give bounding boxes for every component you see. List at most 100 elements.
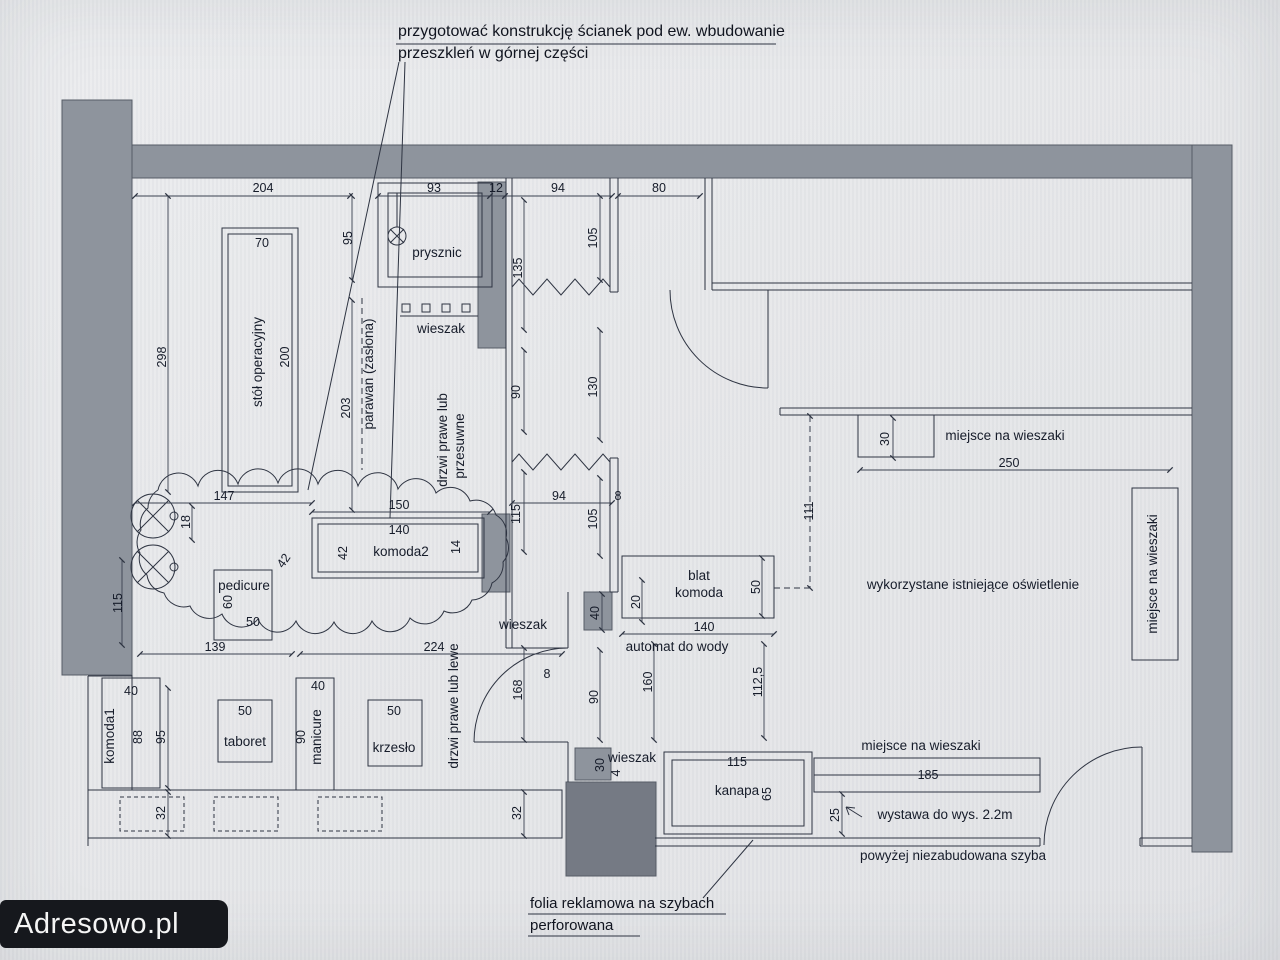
dimension-label: 70 bbox=[255, 236, 269, 250]
revision-cloud bbox=[136, 468, 509, 635]
annotation-line2: przeszkleń w górnej części bbox=[398, 45, 588, 62]
note-folia-line1: folia reklamowa na szybach bbox=[530, 895, 714, 912]
dimension-label: 94 bbox=[552, 489, 566, 503]
wall-block-wieszak bbox=[574, 747, 612, 781]
dimension-label: 18 bbox=[179, 515, 193, 529]
wystawa-arrow bbox=[845, 806, 863, 818]
dimension-label: 40 bbox=[124, 684, 138, 698]
dimension-lines bbox=[118, 192, 1174, 840]
mid-wall-hangers bbox=[779, 407, 1192, 661]
dimension-label: 50 bbox=[246, 615, 260, 629]
bottom-left-room bbox=[87, 675, 563, 846]
display-bench bbox=[813, 757, 1041, 818]
label-parawan: parawan (zasłona) bbox=[361, 318, 376, 429]
dimension-label: 185 bbox=[918, 768, 939, 782]
dimension-label: 140 bbox=[694, 620, 715, 634]
dimension-label: 250 bbox=[999, 456, 1020, 470]
generated-labels: prysznic wieszak stół operacyjny parawan (z… bbox=[102, 181, 1160, 863]
wall-left bbox=[61, 99, 133, 676]
dimension-label: 298 bbox=[155, 347, 169, 368]
dimension-label: 8 bbox=[544, 667, 551, 681]
dimension-label: 90 bbox=[587, 690, 601, 704]
dimension-label: 115 bbox=[727, 755, 747, 769]
dimension-label: 105 bbox=[586, 228, 600, 249]
label-krzeslo: krzesło bbox=[373, 740, 416, 755]
dimension-label: 160 bbox=[641, 672, 655, 693]
dimension-label: 40 bbox=[588, 606, 602, 620]
dimension-label: 150 bbox=[389, 498, 410, 512]
dimension-label: 147 bbox=[214, 489, 235, 503]
dimension-label: 94 bbox=[551, 181, 565, 195]
dimension-label: 90 bbox=[509, 385, 523, 399]
dimension-label: 20 bbox=[629, 595, 643, 609]
operating-table bbox=[221, 227, 299, 493]
taboret-rect bbox=[217, 699, 273, 763]
walls bbox=[61, 99, 1233, 877]
dimension-label: 80 bbox=[652, 181, 666, 195]
dimension-label: 224 bbox=[424, 640, 445, 654]
label-miejsce-wieszaki-bottom: miejsce na wieszaki bbox=[861, 738, 980, 753]
dimension-label: 111 bbox=[802, 501, 816, 520]
dimension-label: 60 bbox=[221, 595, 235, 609]
komoda1-rect bbox=[101, 677, 161, 789]
label-wieszak-mid: wieszak bbox=[498, 617, 547, 632]
dimension-label: 65 bbox=[760, 787, 774, 801]
label-drzwi-lewe: drzwi prawe lub lewe bbox=[446, 643, 461, 768]
dimension-label: 140 bbox=[389, 523, 410, 537]
wall-top bbox=[131, 144, 1233, 179]
dimension-label: 40 bbox=[311, 679, 325, 693]
dimension-label: 135 bbox=[511, 258, 525, 279]
komoda2-rect bbox=[311, 517, 485, 579]
note-underlines bbox=[528, 839, 754, 937]
wall-fixture-circles bbox=[130, 493, 179, 590]
dimension-label: 42 bbox=[274, 551, 293, 570]
label-komoda2: komoda2 bbox=[373, 544, 429, 559]
pillar bbox=[565, 781, 657, 877]
dimension-label: 130 bbox=[586, 377, 600, 398]
label-wieszak-bottom: wieszak bbox=[607, 750, 656, 765]
dimension-label: 25 bbox=[828, 808, 842, 822]
manicure-rect bbox=[295, 677, 335, 791]
dimension-label: 30 bbox=[593, 758, 607, 772]
dimension-label: 30 bbox=[878, 432, 892, 446]
dimension-label: 112,5 bbox=[751, 667, 765, 697]
dimension-label: 95 bbox=[154, 730, 168, 744]
label-kanapa: kanapa bbox=[715, 783, 760, 798]
dimension-label: 8 bbox=[615, 489, 622, 503]
dimension-label: 105 bbox=[586, 509, 600, 530]
annotation-line1: przygotować konstrukcję ścianek pod ew. … bbox=[398, 23, 785, 40]
bottom-wall bbox=[655, 837, 1192, 847]
wall-right bbox=[1191, 144, 1233, 853]
dimension-label: 32 bbox=[510, 806, 524, 820]
dimension-label: 115 bbox=[509, 504, 523, 524]
door-bottom-right bbox=[1043, 746, 1143, 846]
dimension-label: 88 bbox=[131, 730, 145, 744]
label-komoda1: komoda1 bbox=[102, 708, 117, 764]
label-prysznic: prysznic bbox=[412, 245, 462, 260]
dimension-label: 90 bbox=[294, 730, 308, 744]
label-manicure: manicure bbox=[309, 709, 324, 765]
door-top-right bbox=[669, 289, 769, 389]
label-oswietlenie: wykorzystane istniejące oświetlenie bbox=[866, 577, 1079, 592]
dimension-label: 139 bbox=[205, 640, 226, 654]
watermark-adresowo: Adresowo.pl bbox=[0, 900, 228, 948]
label-miejsce-wieszaki-right: miejsce na wieszaki bbox=[1145, 514, 1160, 633]
wall-block-blat bbox=[583, 591, 613, 631]
pedicure-rect bbox=[213, 569, 273, 641]
dimension-label: 32 bbox=[154, 806, 168, 820]
curtain-zigzag-mid bbox=[511, 453, 611, 471]
dimension-label: 93 bbox=[427, 181, 441, 195]
note-folia-line2: perforowana bbox=[530, 917, 614, 934]
shower bbox=[377, 182, 493, 288]
label-wystawa: wystawa do wys. 2.2m bbox=[876, 807, 1012, 822]
dimension-label: 14 bbox=[449, 540, 463, 554]
door-center bbox=[473, 592, 569, 782]
dimension-label: 115 bbox=[111, 593, 125, 613]
label-stol-operacyjny: stół operacyjny bbox=[250, 317, 265, 407]
dimension-label: 42 bbox=[336, 546, 350, 560]
dimension-label: 12 bbox=[489, 181, 503, 195]
label-szyba: powyżej niezabudowana szyba bbox=[860, 848, 1047, 863]
dimension-label: 204 bbox=[253, 181, 274, 195]
